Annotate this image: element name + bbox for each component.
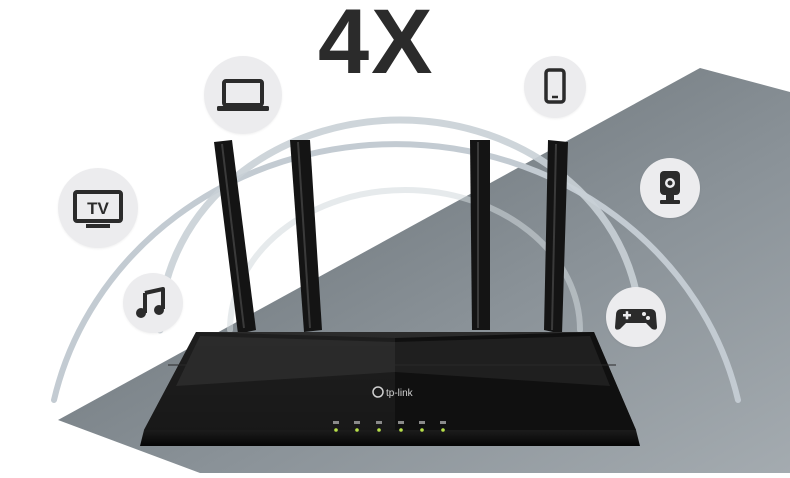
device-camera bbox=[640, 158, 700, 218]
router-body: tp-link bbox=[140, 332, 640, 446]
laptop-icon bbox=[217, 79, 269, 111]
middle-arc bbox=[156, 116, 644, 334]
device-tv: TV bbox=[58, 168, 138, 248]
security-camera-icon bbox=[660, 171, 680, 204]
device-laptop bbox=[204, 56, 282, 134]
router-brand-label: tp-link bbox=[386, 388, 414, 399]
router-led-icons bbox=[333, 421, 446, 424]
tv-icon: TV bbox=[73, 190, 123, 228]
smartphone-icon bbox=[544, 68, 566, 104]
music-note-icon bbox=[136, 287, 165, 318]
headline-4x: 4X bbox=[318, 0, 435, 93]
device-game bbox=[606, 287, 666, 347]
device-music bbox=[123, 273, 183, 333]
outer-arc bbox=[51, 141, 741, 403]
router-antennas bbox=[214, 140, 568, 334]
device-phone bbox=[524, 56, 586, 118]
tv-label: TV bbox=[87, 199, 109, 218]
gamepad-icon bbox=[615, 309, 657, 330]
brand-logo-icon bbox=[372, 386, 384, 398]
router-leds bbox=[334, 428, 445, 432]
